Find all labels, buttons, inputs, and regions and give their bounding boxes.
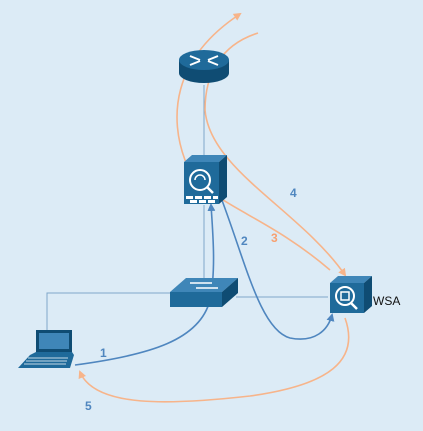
router-icon	[179, 50, 229, 83]
firewall-icon	[184, 155, 227, 204]
step-3-label: 3	[271, 231, 278, 245]
flow-4-internet-to-wsa	[204, 32, 347, 277]
step-labels: 1 2 3 4 5	[85, 186, 297, 413]
laptop-icon	[18, 330, 74, 368]
switch-icon	[170, 278, 238, 307]
flow-2-firewall-to-wsa	[219, 194, 335, 340]
wsa-label: WSA	[373, 294, 400, 308]
step-2-label: 2	[241, 234, 248, 248]
flow-1-laptop-to-firewall	[74, 203, 216, 366]
link-switch-laptop	[46, 292, 170, 330]
traffic-flows	[74, 12, 350, 403]
step-4-label: 4	[290, 186, 297, 200]
network-links	[46, 85, 328, 330]
step-5-label: 5	[85, 399, 92, 413]
flow-5-wsa-to-laptop	[78, 317, 350, 403]
web-security-appliance-icon	[330, 276, 372, 313]
step-1-label: 1	[100, 346, 107, 360]
